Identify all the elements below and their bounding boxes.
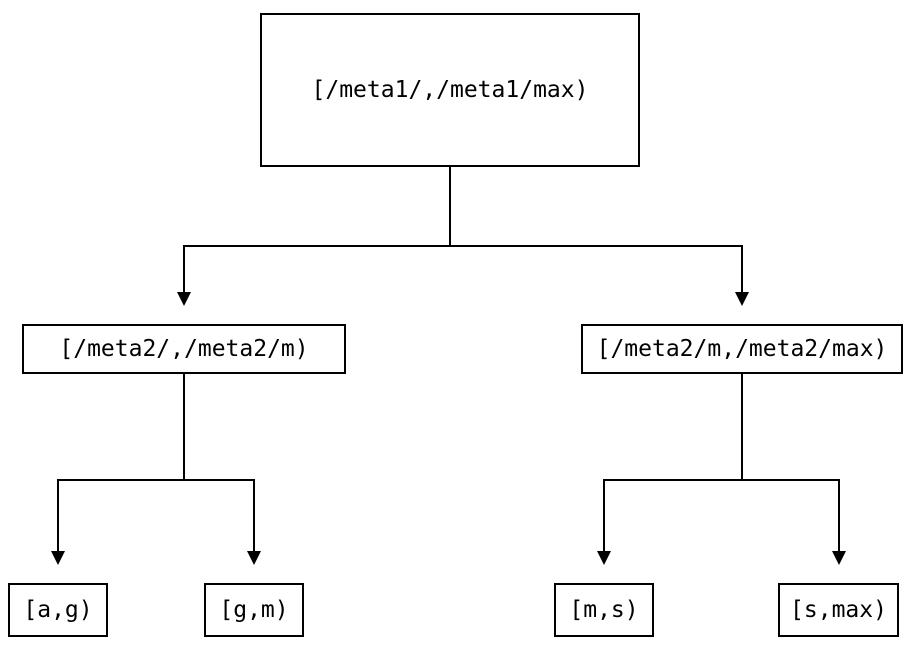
arrowhead-to-leaf3 bbox=[597, 551, 611, 565]
arrowhead-to-leaf4 bbox=[832, 551, 846, 565]
node-leaf-range-ms: [m,s) bbox=[554, 583, 654, 637]
node-root-range-label: [/meta1/,/meta1/max) bbox=[311, 76, 589, 103]
node-leaf-range-ag-label: [a,g) bbox=[23, 596, 93, 623]
arrowhead-to-right-node bbox=[735, 292, 749, 306]
arrowhead-to-leaf1 bbox=[51, 551, 65, 565]
edge-left-split bbox=[57, 479, 255, 551]
node-leaf-range-gm: [g,m) bbox=[204, 583, 304, 637]
node-meta2-right-range: [/meta2/m,/meta2/max) bbox=[581, 324, 903, 374]
node-leaf-range-ag: [a,g) bbox=[8, 583, 108, 637]
node-leaf-range-gm-label: [g,m) bbox=[219, 596, 289, 623]
node-meta2-left-range: [/meta2/,/meta2/m) bbox=[22, 324, 346, 374]
arrowhead-to-leaf2 bbox=[247, 551, 261, 565]
node-leaf-range-smax-label: [s,max) bbox=[790, 596, 887, 623]
node-meta2-right-range-label: [/meta2/m,/meta2/max) bbox=[596, 335, 888, 362]
node-root-range: [/meta1/,/meta1/max) bbox=[260, 13, 640, 167]
node-meta2-left-range-label: [/meta2/,/meta2/m) bbox=[59, 335, 309, 362]
node-leaf-range-smax: [s,max) bbox=[778, 583, 899, 637]
node-leaf-range-ms-label: [m,s) bbox=[569, 596, 639, 623]
edge-right-split bbox=[603, 479, 840, 551]
arrowhead-to-left-node bbox=[177, 292, 191, 306]
edge-root-split bbox=[183, 245, 743, 292]
